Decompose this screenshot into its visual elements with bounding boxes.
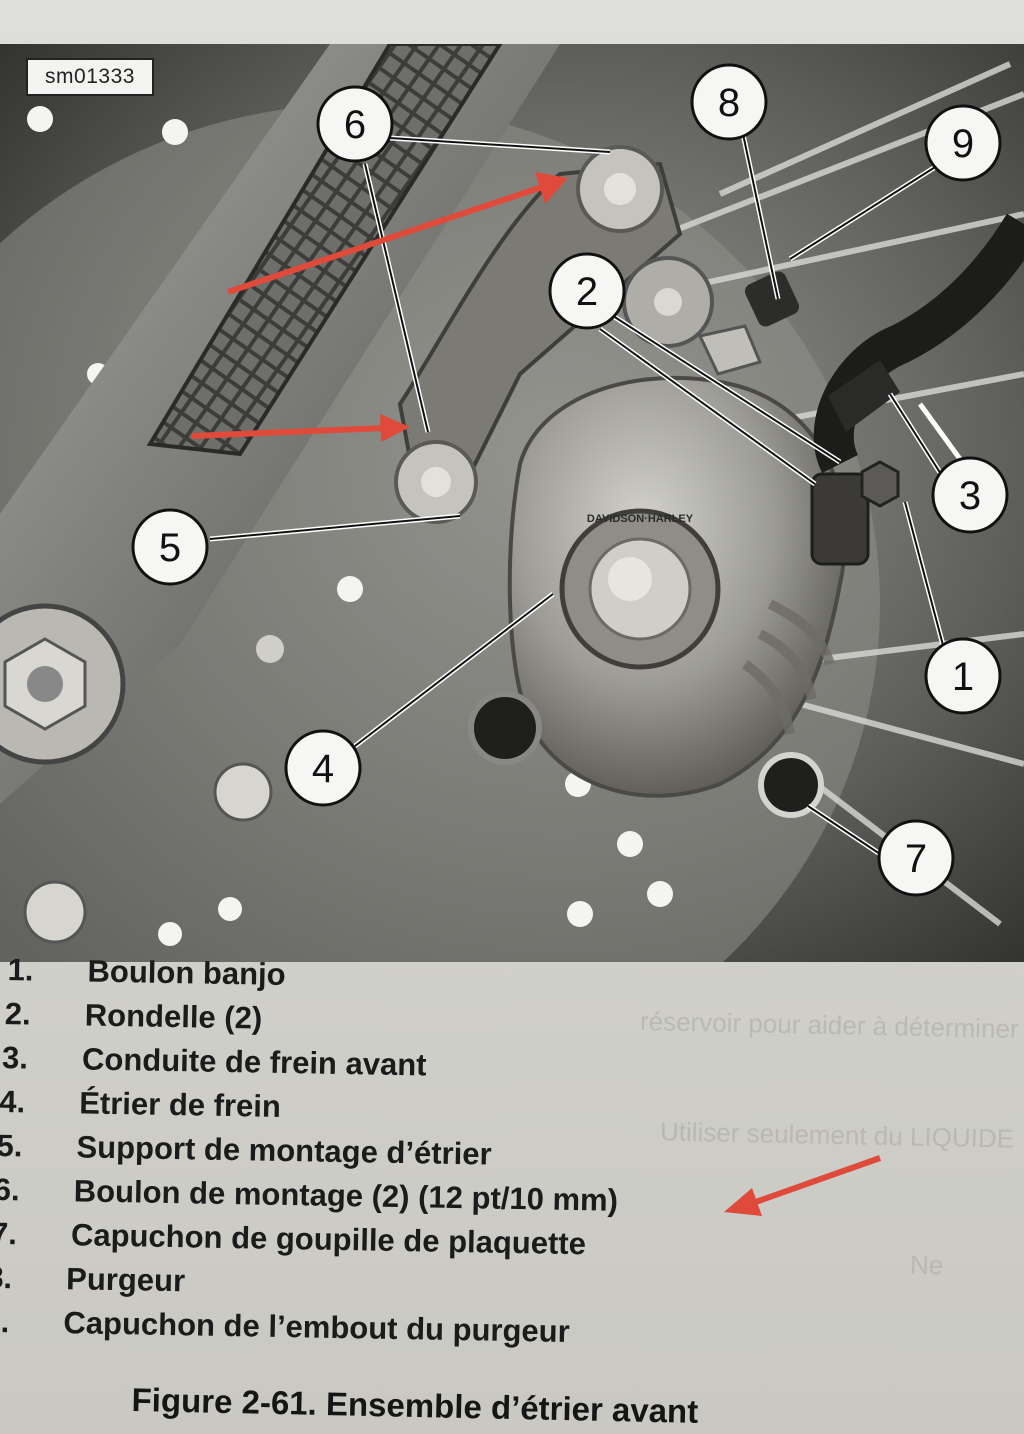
legend-item: 9. Capuchon de l’embout du purgeur [0,1300,570,1354]
callout-3: 3 [931,456,1009,534]
legend-text: Rondelle (2) [84,997,263,1036]
annotation-arrow [724,1155,882,1216]
svg-text:7: 7 [905,837,927,881]
callout-1: 1 [924,637,1002,715]
callout-6: 6 [316,85,394,163]
callout-5: 5 [131,508,209,586]
legend-text: Boulon de montage (2) (12 pt/10 mm) [73,1173,619,1218]
legend-number: 6. [0,1171,20,1208]
legend-number: 9. [0,1303,10,1340]
callout-2: 2 [548,252,626,330]
svg-text:DAVIDSON·HARLEY: DAVIDSON·HARLEY [587,513,694,525]
legend-text: Purgeur [65,1261,186,1299]
figure-caption: Figure 2-61. Ensemble d’étrier avant [131,1381,699,1430]
legend-text: Capuchon de goupille de plaquette [70,1217,587,1262]
legend-number: 8. [0,1259,13,1296]
legend-text: Conduite de frein avant [81,1041,427,1083]
callout-9: 9 [924,104,1002,182]
legend-number: 7. [0,1215,18,1252]
legend-number: 2. [4,996,32,1032]
callout-4: 4 [284,729,362,807]
legend-text: Étrier de frein [79,1085,282,1124]
figure-id-label: sm01333 [26,58,154,96]
legend-text: Support de montage d’étrier [76,1129,492,1172]
legend-text: Capuchon de l’embout du purgeur [63,1305,571,1349]
svg-text:1: 1 [952,655,974,699]
legend-number: 5. [0,1127,23,1164]
svg-text:4: 4 [312,747,334,791]
svg-text:2: 2 [576,270,598,314]
legend-number: 1. [7,952,34,988]
svg-text:6: 6 [344,103,366,147]
callout-8: 8 [690,63,768,141]
svg-text:8: 8 [718,81,740,125]
caliper-photo: DAVIDSON·HARLEY [0,44,1024,962]
legend-number: 3. [1,1040,29,1076]
legend-item: 4. Étrier de frein [0,1080,281,1129]
legend-item: 1. Boulon banjo [7,948,286,997]
annotation-arrows [191,172,568,442]
legend-item: 8. Purgeur [0,1256,185,1303]
legend-item: 2. Rondelle (2) [4,992,263,1040]
svg-text:5: 5 [159,526,181,570]
svg-text:3: 3 [959,474,981,518]
caliper-illustration: DAVIDSON·HARLEY [0,44,1024,962]
svg-text:9: 9 [952,122,974,166]
callout-circles: 6 8 9 2 3 [131,63,1009,897]
callout-7: 7 [877,819,955,897]
legend-text: Boulon banjo [87,953,286,992]
legend-number: 4. [0,1084,26,1120]
legend-item: 3. Conduite de frein avant [2,1036,427,1087]
